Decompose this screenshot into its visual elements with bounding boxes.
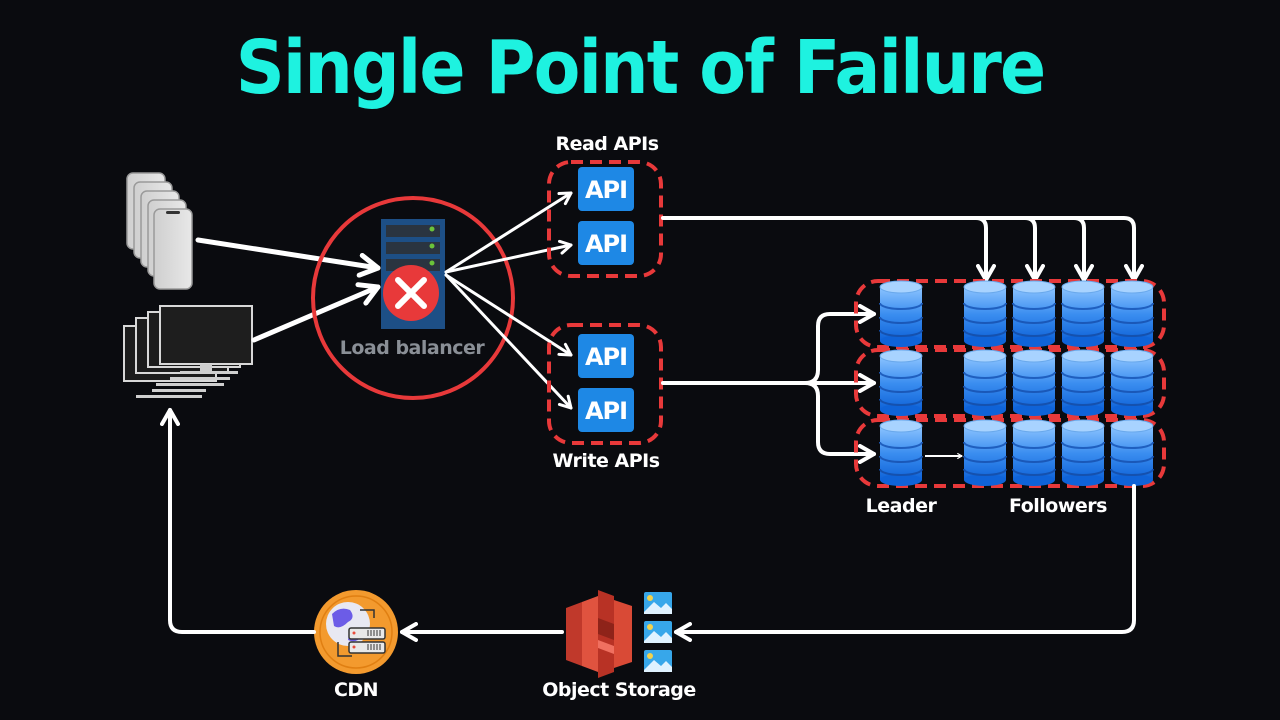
leader-database-icon[interactable]: [879, 349, 923, 417]
cdn-to-clients-arrow: [160, 408, 316, 634]
image-file-icon: [644, 650, 672, 672]
mobile-to-lb-arrow: [195, 237, 381, 278]
follower-database-icon[interactable]: [1110, 349, 1154, 417]
api-node[interactable]: API: [578, 388, 634, 432]
svg-text:API: API: [585, 230, 627, 258]
db-cluster-row: [854, 418, 1166, 488]
image-files: [644, 592, 672, 672]
cluster-frame: [854, 348, 1166, 418]
page-title: Single Point of Failure: [235, 25, 1046, 111]
svg-text:API: API: [585, 176, 627, 204]
follower-database-icon[interactable]: [1061, 280, 1105, 348]
read-api-group: Read APIs API API: [547, 133, 663, 278]
cluster-frame: [854, 279, 1166, 349]
object-storage-label: Object Storage: [542, 679, 696, 701]
object-storage[interactable]: Object Storage: [542, 590, 696, 701]
error-x-icon: [383, 265, 439, 321]
mobile-clients: [126, 172, 193, 290]
follower-database-icon[interactable]: [1110, 280, 1154, 348]
db-to-storage-arrow: [674, 484, 1136, 642]
leader-database-icon[interactable]: [879, 280, 923, 348]
write-api-group: API API Write APIs: [547, 323, 663, 472]
db-cluster-row: [854, 348, 1166, 418]
monitor-stack-icon: [123, 305, 253, 398]
follower-database-icon[interactable]: [1012, 349, 1056, 417]
follower-database-icon[interactable]: [963, 419, 1007, 487]
followers-label: Followers: [1009, 495, 1107, 517]
svg-text:API: API: [585, 397, 627, 425]
follower-database-icon[interactable]: [963, 280, 1007, 348]
smartphone-stack-icon: [126, 172, 193, 290]
follower-database-icon[interactable]: [1110, 419, 1154, 487]
follower-database-icon[interactable]: [1061, 419, 1105, 487]
image-file-icon: [644, 621, 672, 643]
desktop-clients: [123, 305, 253, 398]
s3-bucket-icon: [566, 590, 632, 678]
failure-highlight-circle: [311, 196, 515, 400]
cluster-frame: [854, 418, 1166, 488]
api-node[interactable]: API: [578, 221, 634, 265]
read-to-followers-arrows: [661, 216, 1144, 282]
api-node[interactable]: API: [578, 167, 634, 211]
load-balancer-label: Load balancer: [340, 337, 486, 359]
leader-database-icon[interactable]: [879, 419, 923, 487]
cdn-label: CDN: [334, 679, 378, 701]
follower-database-icon[interactable]: [1012, 419, 1056, 487]
follower-database-icon[interactable]: [1061, 349, 1105, 417]
cdn[interactable]: CDN: [314, 590, 398, 701]
image-file-icon: [644, 592, 672, 614]
api-node[interactable]: API: [578, 334, 634, 378]
globe-server-icon: [314, 590, 398, 674]
read-apis-label: Read APIs: [555, 133, 658, 155]
database-clusters: [854, 279, 1166, 488]
svg-text:API: API: [585, 343, 627, 371]
write-apis-label: Write APIs: [552, 450, 659, 472]
follower-database-icon[interactable]: [1012, 280, 1056, 348]
load-balancer[interactable]: Load balancer: [311, 196, 515, 400]
lb-to-api-arrows: [444, 191, 573, 410]
leader-label: Leader: [866, 495, 938, 517]
follower-database-icon[interactable]: [963, 349, 1007, 417]
db-cluster-row: [854, 279, 1166, 349]
write-to-leaders-arrows: [661, 304, 876, 464]
